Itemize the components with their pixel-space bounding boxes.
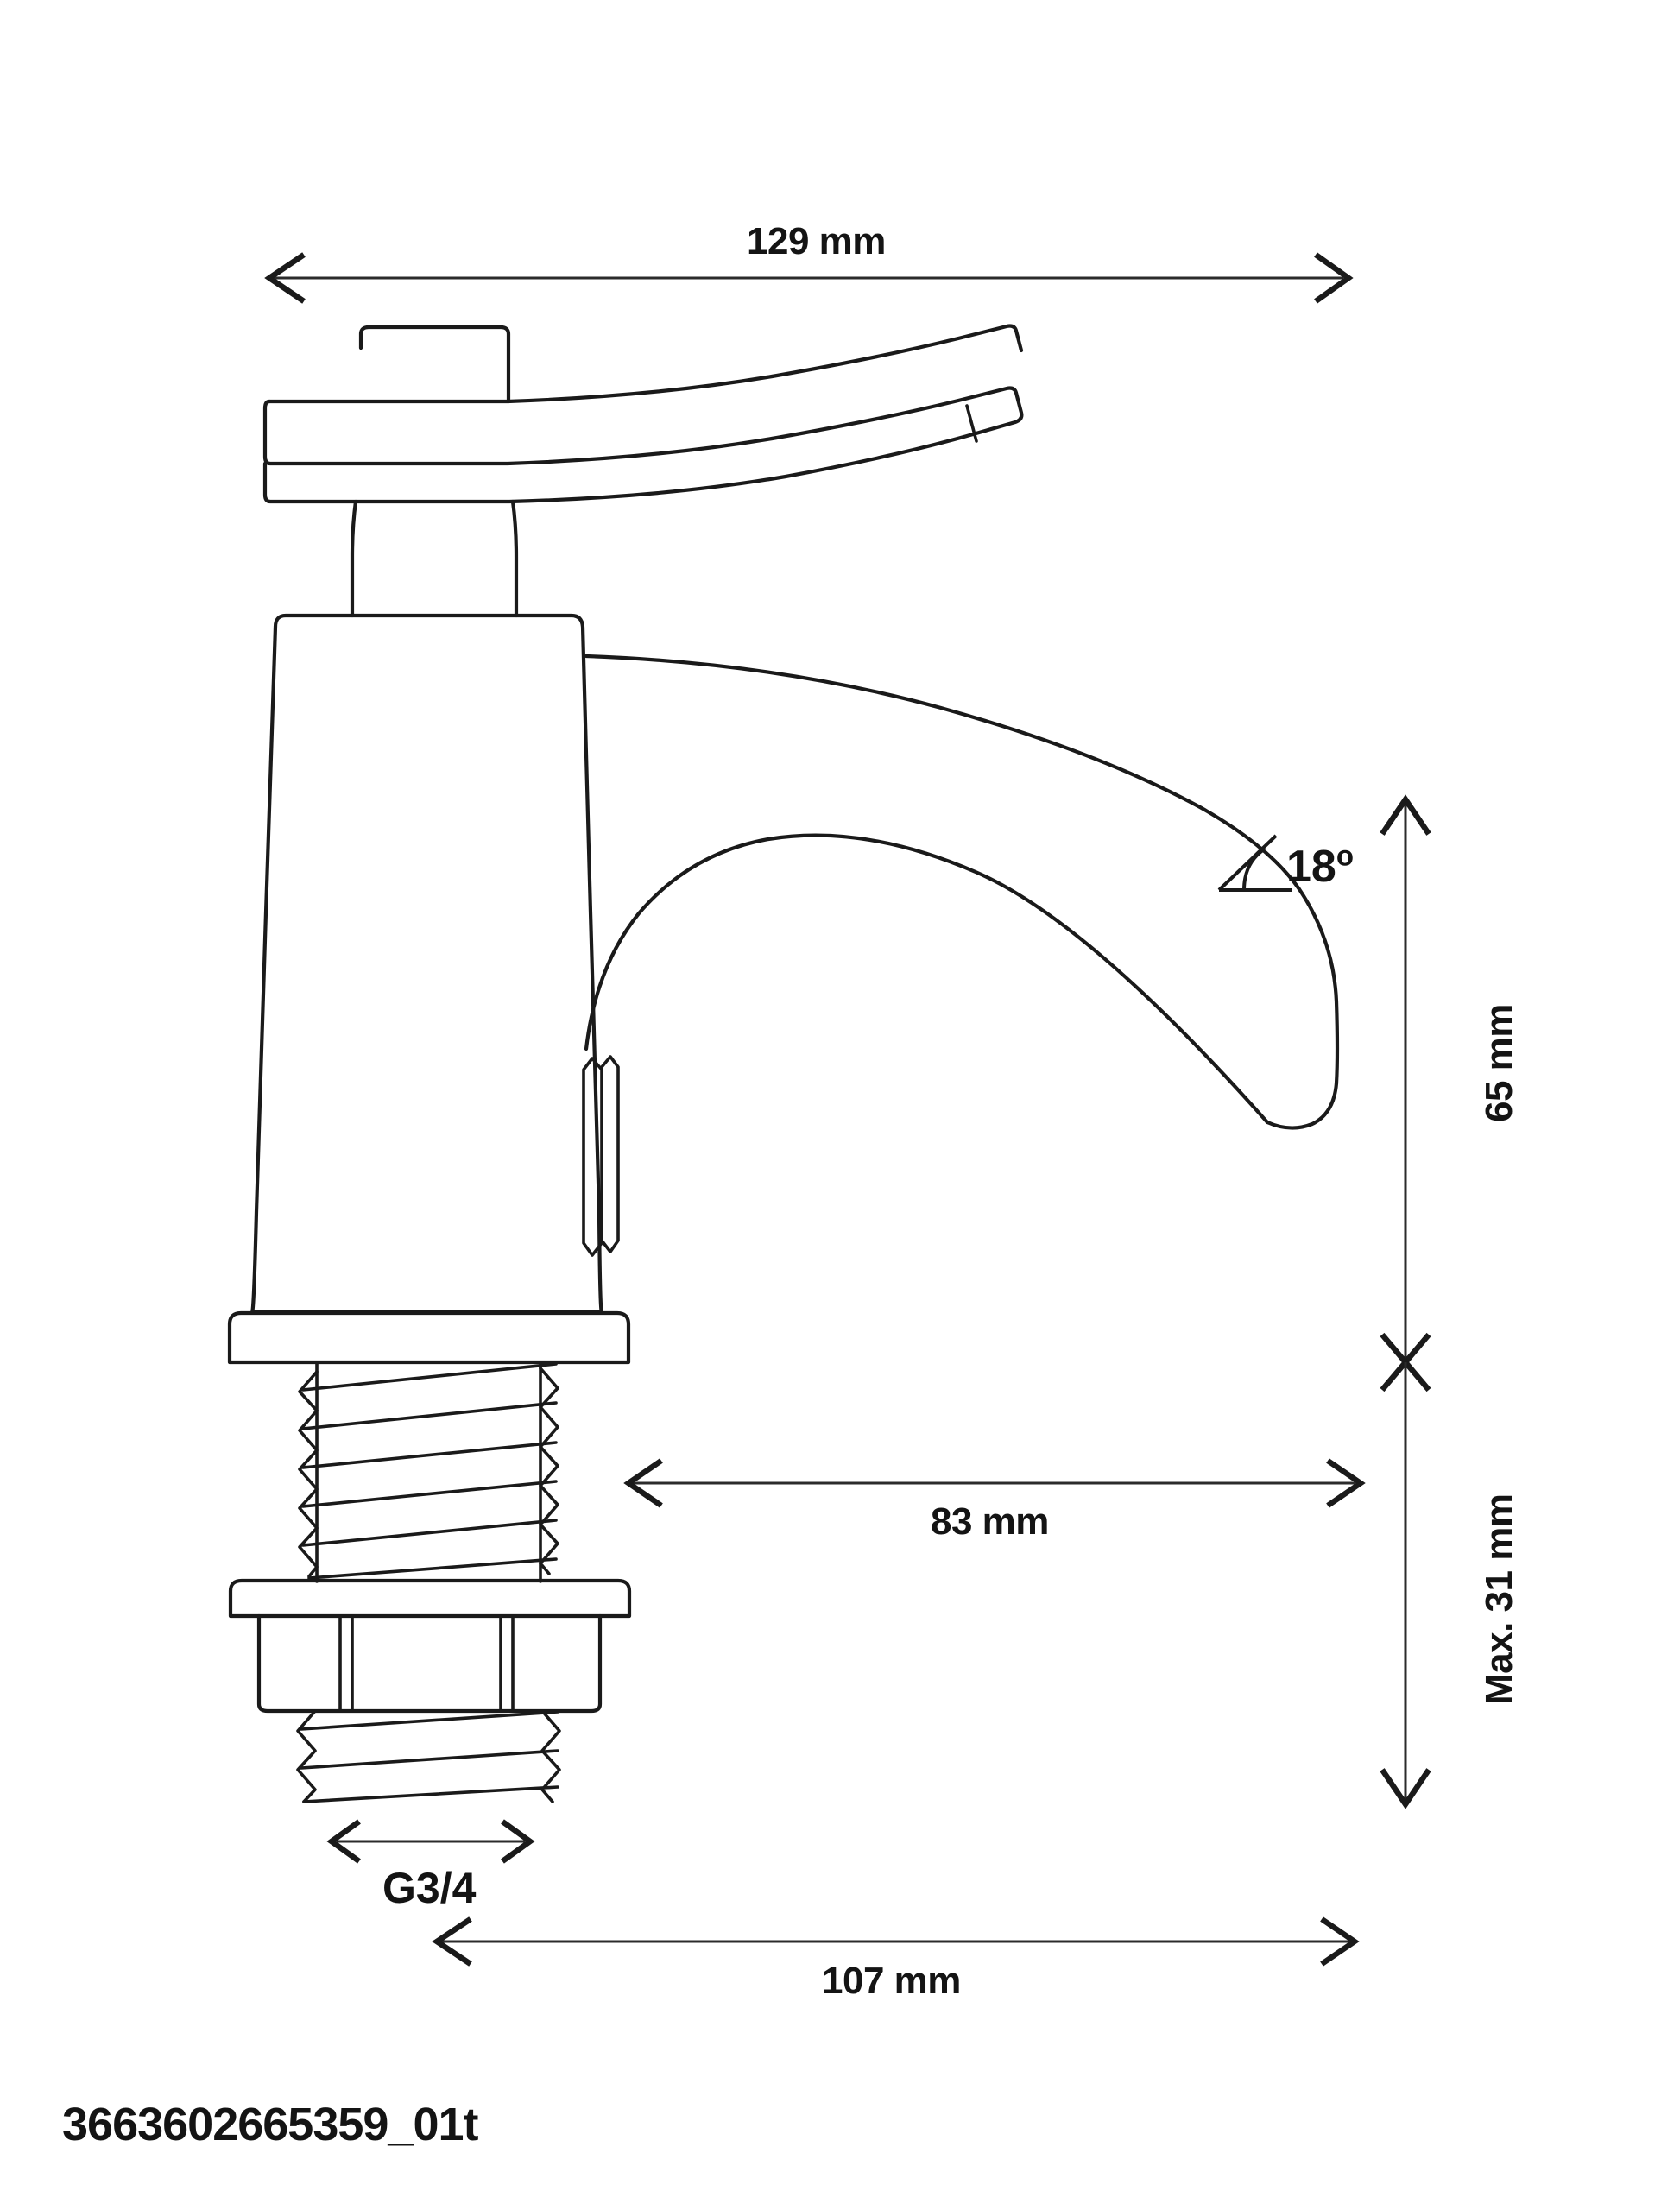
dimension-overall-width [264, 252, 1354, 304]
upper-threaded-shank [298, 1361, 559, 1583]
degree-symbol: o [1336, 839, 1355, 872]
dimension-spout-reach [623, 1458, 1366, 1508]
dimension-label-spout-height: 65 mm [1478, 1004, 1520, 1122]
dimension-mounting-depth [1380, 1362, 1431, 1809]
handle-top-cap [358, 325, 511, 404]
dimension-spout-height [1380, 794, 1431, 1392]
angle-number: 18 [1286, 842, 1336, 892]
dimension-label-thread-size: G3/4 [382, 1864, 477, 1912]
dimension-label-spout-reach: 83 mm [931, 1500, 1049, 1543]
handle-neck [350, 499, 519, 618]
angle-value-label: 18o [1286, 841, 1354, 893]
angle-symbol-icon [1217, 834, 1292, 892]
handle-lever [262, 324, 1024, 504]
faucet-body [249, 613, 604, 1315]
dimension-label-overall-width: 129 mm [747, 220, 886, 262]
lower-threaded-shank [296, 1709, 561, 1803]
escutcheon-flange [227, 1310, 631, 1365]
dimension-label-mounting-depth: Max. 31 mm [1478, 1493, 1520, 1705]
drawing-file-label: 3663602665359_01t [62, 2099, 478, 2150]
spout [584, 654, 1340, 1130]
dimension-label-base-to-spout-tip: 107 mm [822, 1960, 961, 2002]
dimension-base-to-spout-tip [432, 1916, 1360, 1967]
dimension-thread-size [326, 1819, 535, 1864]
cartridge-slot-detail [582, 1055, 620, 1257]
mounting-nut [228, 1578, 632, 1714]
